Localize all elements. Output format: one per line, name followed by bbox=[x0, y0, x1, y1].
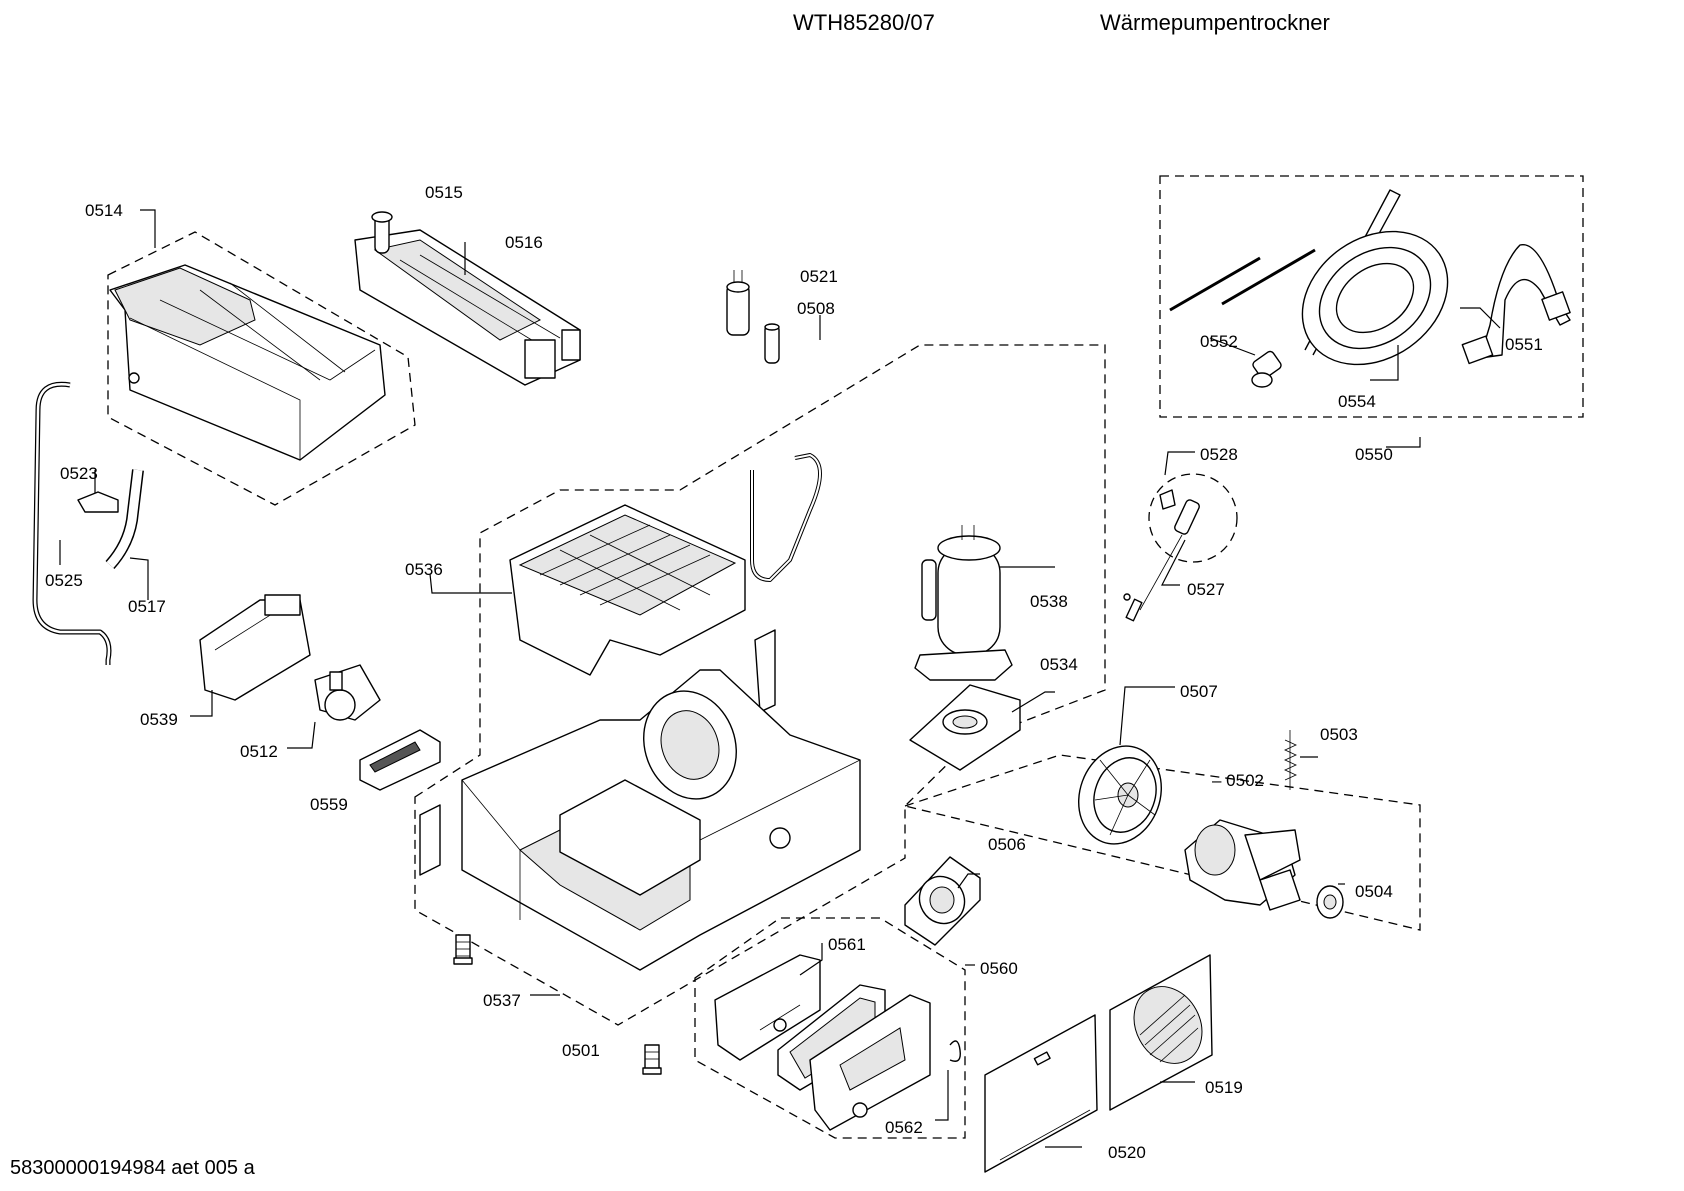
label-0512: 0512 bbox=[240, 742, 278, 761]
foot-0537 bbox=[453, 934, 473, 965]
motor-0504 bbox=[1184, 819, 1344, 919]
label-0550: 0550 bbox=[1355, 445, 1393, 464]
label-0551: 0551 bbox=[1505, 335, 1543, 354]
label-0507: 0507 bbox=[1180, 682, 1218, 701]
capacitors-0521-0508 bbox=[726, 270, 780, 364]
hose-0517-inner bbox=[106, 469, 143, 569]
label-0514: 0514 bbox=[85, 201, 123, 220]
label-0520: 0520 bbox=[1108, 1143, 1146, 1162]
label-0516: 0516 bbox=[505, 233, 543, 252]
heat-exchanger-0536 bbox=[509, 453, 822, 713]
label-0539: 0539 bbox=[140, 710, 178, 729]
label-0559: 0559 bbox=[310, 795, 348, 814]
label-0554: 0554 bbox=[1338, 392, 1376, 411]
foot-0501 bbox=[642, 1044, 662, 1075]
group-outlines bbox=[107, 175, 1584, 1139]
group-0514-outline bbox=[107, 231, 416, 506]
base-frame-0501 bbox=[419, 669, 861, 971]
group-0501-outline bbox=[414, 344, 1106, 1026]
label-0523: 0523 bbox=[60, 464, 98, 483]
label-0506: 0506 bbox=[988, 835, 1026, 854]
part-labels: 0514 0515 0516 0521 0508 0552 0551 0554 … bbox=[45, 183, 1543, 1162]
leader-lines bbox=[59, 209, 1501, 1148]
label-0534: 0534 bbox=[1040, 655, 1078, 674]
hose-0525-inner bbox=[33, 383, 111, 665]
accessory-kit-0550 bbox=[1169, 189, 1571, 388]
container-lid-0516 bbox=[354, 211, 581, 386]
compressor-0538 bbox=[914, 525, 1013, 681]
label-0528: 0528 bbox=[1200, 445, 1238, 464]
label-0527: 0527 bbox=[1187, 580, 1225, 599]
clip-0523 bbox=[77, 491, 119, 513]
label-0503: 0503 bbox=[1320, 725, 1358, 744]
pump-0512 bbox=[314, 664, 381, 721]
sensor-0527 bbox=[1123, 489, 1200, 622]
label-0517: 0517 bbox=[128, 597, 166, 616]
label-0536: 0536 bbox=[405, 560, 443, 579]
label-0537: 0537 bbox=[483, 991, 521, 1010]
label-0562: 0562 bbox=[885, 1118, 923, 1137]
group-0550-outline bbox=[1159, 175, 1584, 418]
door-assembly-0560 bbox=[714, 954, 961, 1131]
fan-grille-0506 bbox=[904, 856, 981, 946]
label-0521: 0521 bbox=[800, 267, 838, 286]
cover-panel-0520 bbox=[984, 1014, 1098, 1173]
spring-0503 bbox=[1284, 730, 1297, 790]
group-0560-outline bbox=[694, 917, 966, 1139]
label-0560: 0560 bbox=[980, 959, 1018, 978]
label-0504: 0504 bbox=[1355, 882, 1393, 901]
label-0538: 0538 bbox=[1030, 592, 1068, 611]
label-0552: 0552 bbox=[1200, 332, 1238, 351]
mount-plate-0534 bbox=[909, 684, 1021, 771]
part-drawings bbox=[32, 189, 1571, 1173]
water-container-0514 bbox=[109, 264, 386, 461]
hose-0525 bbox=[32, 381, 112, 665]
bracket-0539 bbox=[199, 599, 311, 701]
filter-panel-0519 bbox=[1109, 954, 1213, 1111]
document-id: 58300000194984 aet 005 a bbox=[10, 1157, 255, 1179]
fan-wheel-0507 bbox=[1078, 745, 1162, 845]
label-0508: 0508 bbox=[797, 299, 835, 318]
label-0502: – 0502 bbox=[1212, 771, 1264, 790]
product-name: Wärmepumpentrockner bbox=[1100, 10, 1330, 35]
group-0528-outline bbox=[1148, 473, 1238, 563]
label-0501: 0501 bbox=[562, 1041, 600, 1060]
label-0519: 0519 bbox=[1205, 1078, 1243, 1097]
label-0515: 0515 bbox=[425, 183, 463, 202]
model-number: WTH85280/07 bbox=[793, 10, 935, 35]
label-0525: 0525 bbox=[45, 571, 83, 590]
label-0561: 0561 bbox=[828, 935, 866, 954]
